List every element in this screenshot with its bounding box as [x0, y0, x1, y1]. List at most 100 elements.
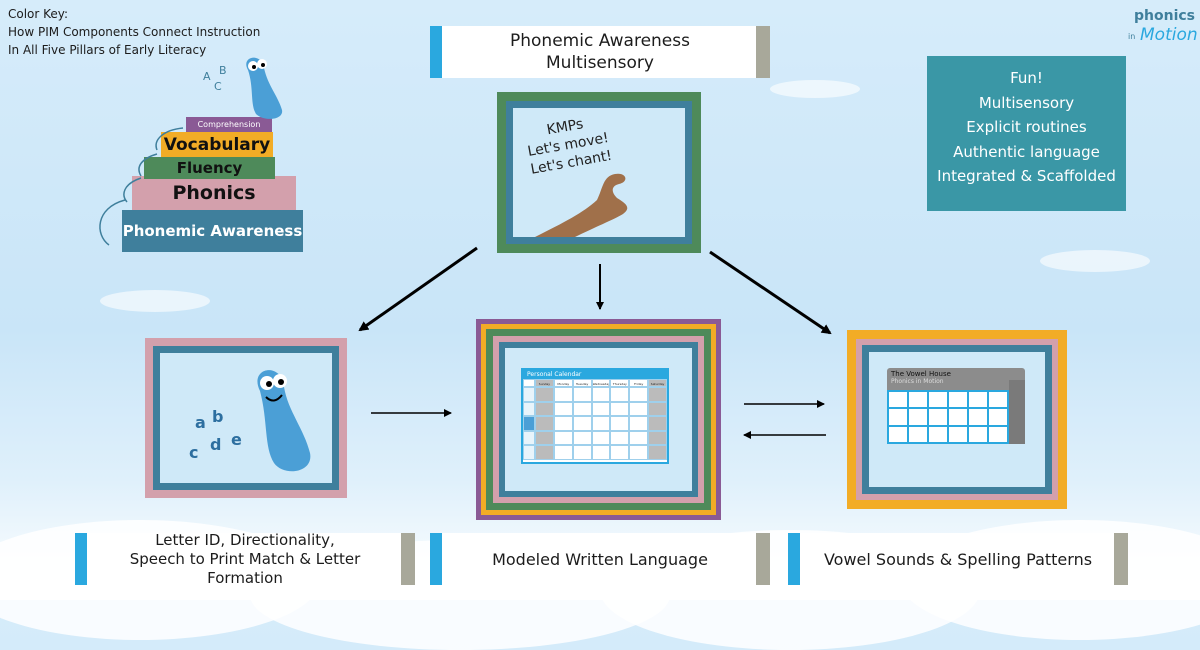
calendar-cell	[591, 387, 611, 402]
stair-phonics: Phonics	[132, 176, 296, 210]
feature-item: Fun!	[1010, 69, 1043, 87]
house-window	[909, 426, 927, 442]
stair-comprehension: Comprehension	[186, 117, 272, 132]
calendar-side-cell	[523, 387, 535, 402]
color-key-title: Color Key:	[8, 7, 69, 21]
feature-item: Integrated & Scaffolded	[937, 167, 1116, 185]
letter: c	[189, 443, 199, 462]
calendar-cell	[648, 401, 667, 417]
feature-item: Explicit routines	[966, 118, 1087, 136]
house-window	[989, 426, 1007, 442]
house-window	[929, 409, 947, 425]
house-subtitle: Phonics in Motion	[891, 378, 944, 385]
letter: b	[212, 407, 224, 426]
calendar-cell	[591, 401, 611, 417]
house-window	[989, 409, 1007, 425]
house-window	[969, 392, 987, 408]
stair-fluency: Fluency	[144, 157, 275, 179]
features-box: Fun! Multisensory Explicit routines Auth…	[927, 56, 1126, 211]
calendar-cell	[648, 416, 667, 431]
top-label-line: Phonemic Awareness	[510, 31, 690, 51]
letter: d	[210, 435, 222, 454]
cloud	[1040, 250, 1150, 272]
mascot-letter: A	[203, 70, 211, 83]
calendar-cell	[535, 416, 554, 431]
house-window	[989, 392, 1007, 408]
house-window	[949, 392, 967, 408]
calendar-cell	[629, 430, 649, 446]
calendar-side-cell	[523, 430, 535, 446]
calendar-cell	[572, 401, 592, 417]
logo-word: in	[1128, 32, 1136, 41]
bottom-label-line: Letter ID, Directionality,	[155, 530, 335, 549]
calendar-cell	[553, 430, 573, 446]
house-window	[889, 426, 907, 442]
kmp-card: KMPs Let's move! Let's chant!	[497, 92, 701, 253]
calendar-cell	[610, 401, 630, 417]
house-window	[929, 392, 947, 408]
house-window	[929, 426, 947, 442]
calendar-side-cell	[523, 445, 535, 460]
calendar-cell	[572, 430, 592, 446]
bottom-label-vowel: Vowel Sounds & Spelling Patterns	[788, 533, 1128, 585]
bottom-label-modeled: Modeled Written Language	[430, 533, 770, 585]
calendar-cell	[535, 387, 554, 402]
house-window	[909, 392, 927, 408]
cloud	[100, 290, 210, 312]
feature-item: Multisensory	[978, 93, 1075, 112]
cloud	[770, 80, 860, 98]
house-window	[969, 426, 987, 442]
vowel-house-roof: The Vowel House Phonics in Motion	[887, 368, 1025, 390]
house-window	[889, 409, 907, 425]
calendar-cell	[629, 416, 649, 431]
bottom-label-line: Vowel Sounds & Spelling Patterns	[823, 549, 1093, 569]
vowel-house-screen: The Vowel House Phonics in Motion	[869, 352, 1045, 487]
mascot-icon	[246, 57, 283, 119]
calendar-cell	[535, 445, 554, 460]
stair-arrows	[99, 127, 184, 246]
calendar-cell	[629, 401, 649, 417]
calendar-cell	[572, 445, 592, 460]
calendar-cell	[572, 416, 592, 431]
bottom-label-letter-id: Letter ID, Directionality, Speech to Pri…	[75, 530, 415, 587]
calendar-day-header: Thursday	[610, 379, 630, 387]
calendar-day-header: Sunday	[535, 379, 554, 387]
calendar-cell	[629, 387, 649, 402]
stair-phonemic-awareness: Phonemic Awareness	[122, 210, 303, 252]
calendar-cell	[553, 445, 573, 460]
bottom-label-line: Speech to Print Match & Letter Formation	[129, 549, 361, 587]
bottom-label-line: Modeled Written Language	[492, 549, 708, 569]
calendar-cell	[610, 416, 630, 431]
house-window	[969, 409, 987, 425]
calendar-cell	[610, 387, 630, 402]
house-window	[889, 392, 907, 408]
house-title: The Vowel House	[891, 370, 951, 378]
calendar-cell	[591, 430, 611, 446]
vowel-house-grid	[887, 390, 1009, 444]
logo: phonics in Motion	[1128, 8, 1200, 48]
letter-id-screen: a b c d e	[160, 353, 332, 483]
calendar-cell	[535, 430, 554, 446]
house-window	[949, 426, 967, 442]
arrow-to-left	[358, 246, 478, 332]
hand-icon	[534, 173, 628, 237]
calendar-day-header: Wednesday	[591, 379, 611, 387]
calendar-cell	[648, 387, 667, 402]
letter: a	[195, 413, 206, 432]
mascot-letter: B	[219, 64, 227, 77]
connector-arrows	[358, 246, 832, 439]
calendar-cell	[610, 430, 630, 446]
calendar-cell	[629, 445, 649, 460]
mascot-letter: C	[214, 80, 222, 93]
calendar-day-header: Monday	[553, 379, 573, 387]
calendar-title: Personal Calendar	[523, 370, 667, 379]
top-label-line: Multisensory	[546, 53, 654, 73]
logo-word: Motion	[1140, 25, 1198, 45]
mascot-icon	[257, 370, 311, 472]
vowel-house-card: The Vowel House Phonics in Motion	[847, 330, 1067, 509]
calendar-day-header: Friday	[629, 379, 649, 387]
color-key-line: How PIM Components Connect Instruction	[8, 25, 261, 39]
